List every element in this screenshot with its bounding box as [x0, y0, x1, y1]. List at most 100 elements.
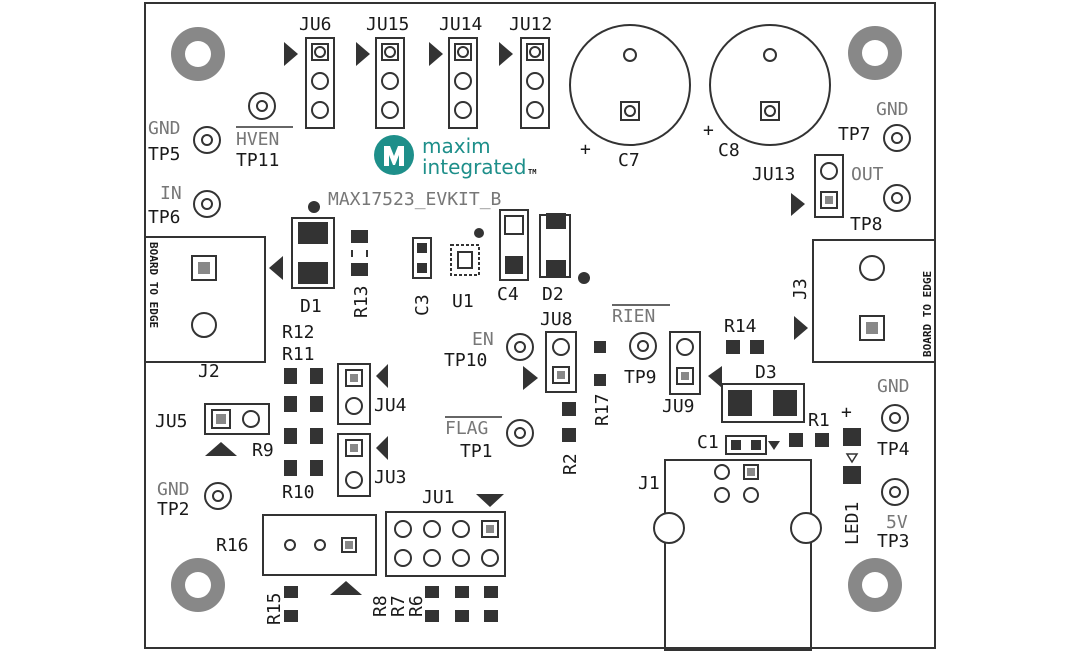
- net-5v: 5V: [886, 512, 908, 533]
- capacitor-c7: + C7: [569, 24, 691, 171]
- capacitor-c3: C3: [412, 237, 433, 316]
- j2-label: J2: [198, 361, 220, 382]
- tp2-label: TP2: [157, 499, 190, 520]
- r12-label: R12: [282, 322, 315, 343]
- mounting-hole-bottom-left: [171, 558, 225, 612]
- maxim-logo: maxim integrated TM: [374, 134, 536, 179]
- jumper-ju14: JU14: [429, 14, 482, 129]
- c8-plus: +: [703, 120, 714, 141]
- led-plus: +: [841, 402, 852, 423]
- ju8-label: JU8: [540, 309, 573, 330]
- c3-label: C3: [412, 294, 433, 316]
- logo-integrated: integrated: [422, 155, 526, 179]
- c8-label: C8: [718, 140, 740, 161]
- r8-label: R8: [370, 595, 391, 617]
- c4-label: C4: [497, 284, 519, 305]
- r6-label: R6: [406, 595, 427, 617]
- test-point-tp10: EN TP10: [444, 329, 534, 371]
- ju1-label: JU1: [422, 487, 455, 508]
- ju9-label: JU9: [662, 396, 695, 417]
- u1-label: U1: [452, 291, 474, 312]
- capacitor-c4: C4: [497, 209, 529, 305]
- capacitor-c1: C1: [697, 432, 780, 455]
- r7-label: R7: [388, 595, 409, 617]
- board-name: MAX17523_EVKIT_B: [328, 189, 501, 210]
- r9-label: R9: [252, 440, 274, 461]
- resistor-r17: R17: [592, 341, 613, 426]
- net-en: EN: [472, 329, 494, 350]
- ju12-label: JU12: [509, 14, 552, 35]
- test-point-tp9: RIEN TP9: [612, 304, 670, 388]
- ic-u1: U1: [450, 228, 484, 312]
- logo-tm: TM: [528, 168, 536, 176]
- r2-label: R2: [560, 453, 581, 475]
- test-point-tp1: FLAG TP1: [445, 416, 534, 462]
- j2-edge-label: BOARD TO EDGE: [147, 242, 160, 328]
- r15-label: R15: [264, 592, 285, 625]
- led1-label: LED1: [842, 502, 863, 545]
- j3-label: J3: [790, 278, 811, 300]
- diode-d1: D1: [291, 201, 335, 317]
- tp5-label: TP5: [148, 144, 181, 165]
- net-flag: FLAG: [445, 418, 488, 439]
- resistor-r14: R14: [724, 316, 764, 354]
- tp3-label: TP3: [877, 531, 910, 552]
- ju15-label: JU15: [366, 14, 409, 35]
- jumper-ju15: JU15: [356, 14, 409, 129]
- tp4-label: TP4: [877, 439, 910, 460]
- net-gnd-tp7: GND: [876, 99, 909, 120]
- net-rien: RIEN: [612, 306, 655, 327]
- r16-label: R16: [216, 535, 249, 556]
- test-point-tp5: GND TP5: [148, 118, 221, 165]
- c7-plus: +: [580, 139, 591, 160]
- resistor-r7: R7: [388, 586, 469, 622]
- d2-label: D2: [542, 284, 564, 305]
- net-gnd-tp2: GND: [157, 479, 190, 500]
- d3-label: D3: [755, 362, 777, 383]
- mounting-hole-bottom-right: [848, 558, 902, 612]
- potentiometer-r16: R16: [216, 514, 377, 595]
- resistor-r6: R6: [406, 586, 498, 622]
- resistor-r2: R2: [560, 402, 581, 475]
- r14-label: R14: [724, 316, 757, 337]
- jumper-ju8: JU8: [523, 309, 577, 393]
- jumper-ju12: JU12: [499, 14, 552, 129]
- test-point-tp6: IN TP6: [148, 183, 221, 228]
- net-gnd-tp5: GND: [148, 118, 181, 139]
- net-in: IN: [160, 183, 182, 204]
- jumper-ju6: JU6: [284, 14, 335, 129]
- connector-j2: BOARD TO EDGE J2: [144, 236, 283, 382]
- test-point-tp2: GND TP2: [157, 479, 232, 520]
- net-gnd-tp4: GND: [877, 376, 910, 397]
- diode-d3: D3: [721, 362, 805, 423]
- logo-maxim: maxim: [422, 134, 491, 158]
- test-point-tp4: GND TP4: [877, 376, 910, 460]
- ju6-label: JU6: [299, 14, 332, 35]
- led-led1: + LED1: [841, 402, 863, 545]
- r13-label: R13: [351, 285, 372, 318]
- j3-edge-label: BOARD TO EDGE: [921, 271, 934, 357]
- j1-label: J1: [638, 473, 660, 494]
- resistor-r8: R8: [370, 586, 439, 622]
- ju5-label: JU5: [155, 411, 188, 432]
- test-point-tp8: OUT TP8: [850, 164, 911, 235]
- c7-label: C7: [618, 150, 640, 171]
- ju3-label: JU3: [374, 467, 407, 488]
- r10-label: R10: [282, 482, 315, 503]
- ju13-label: JU13: [752, 164, 795, 185]
- capacitor-c8: + C8: [703, 24, 831, 161]
- tp11-label: TP11: [236, 150, 279, 171]
- r17-label: R17: [592, 393, 613, 426]
- tp6-label: TP6: [148, 207, 181, 228]
- tp9-label: TP9: [624, 367, 657, 388]
- jumper-ju13: JU13: [752, 154, 844, 218]
- jumper-ju3: JU3: [337, 433, 407, 497]
- test-point-tp7: GND TP7: [838, 99, 911, 152]
- d1-label: D1: [300, 296, 322, 317]
- tp8-label: TP8: [850, 214, 883, 235]
- resistor-r13: R13: [351, 230, 372, 318]
- resistor-r1: R1: [789, 410, 830, 447]
- connector-j1: J1: [638, 459, 822, 651]
- net-out: OUT: [851, 164, 884, 185]
